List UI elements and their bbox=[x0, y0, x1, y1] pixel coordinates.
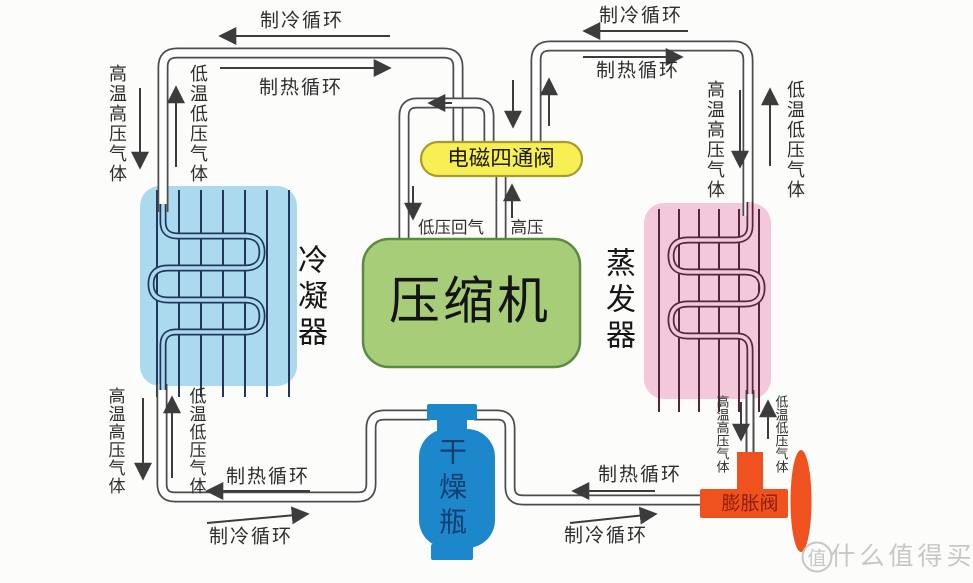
label-low-pressure-return-gas: 低压回气 bbox=[418, 217, 484, 237]
compressor-box bbox=[361, 237, 582, 369]
condenser-coil bbox=[147, 204, 266, 390]
flow-label-cooling-cycle-top-left: 制冷循环 bbox=[259, 9, 345, 32]
expansion-valve-shape bbox=[700, 450, 812, 552]
drying-bottle-shape bbox=[419, 404, 495, 560]
four-way-valve-label: 电磁四通阀 bbox=[447, 146, 555, 172]
label-low-temp-gas-top-left: 低温低压气体 bbox=[187, 64, 208, 184]
label-high-pressure: 高压 bbox=[510, 217, 544, 237]
expansion-valve-label: 膨胀阀 bbox=[721, 492, 779, 515]
watermark-logo-char: 值 bbox=[807, 547, 827, 570]
drying-bottle-label: 干燥瓶 bbox=[435, 437, 468, 542]
label-low-temp-gas-top-right: 低温低压气体 bbox=[784, 80, 805, 200]
label-high-temp-gas-top-right: 高温高压气体 bbox=[704, 80, 725, 200]
evaporator-label: 蒸发器 bbox=[600, 247, 635, 355]
condenser-label: 冷凝器 bbox=[292, 244, 327, 352]
watermark-text: 什么值得买 bbox=[830, 541, 973, 571]
flow-label-heating-cycle-top-left: 制热循环 bbox=[258, 76, 344, 99]
watermark-logo: 值 bbox=[801, 541, 833, 573]
label-high-temp-gas-bottom-left: 高温高压气体 bbox=[104, 387, 125, 495]
flow-label-cooling-cycle-top-right: 制冷循环 bbox=[598, 4, 684, 27]
label-high-temp-gas-top-left: 高温高压气体 bbox=[106, 64, 127, 184]
flow-label-heating-cycle-bottom-right: 制热循环 bbox=[597, 463, 683, 486]
compressor-label: 压缩机 bbox=[388, 272, 552, 332]
flow-arrows bbox=[131, 22, 779, 525]
condenser-fins bbox=[156, 190, 290, 397]
flow-label-heating-cycle-top-right: 制热循环 bbox=[595, 59, 681, 82]
label-low-temp-gas-evaporator: 低温低压气体 bbox=[772, 395, 788, 473]
flow-label-cooling-cycle-bottom-right: 制冷循环 bbox=[563, 524, 649, 547]
pipes bbox=[156, 40, 755, 506]
four-way-valve-shape bbox=[419, 140, 584, 178]
flow-label-cooling-cycle-bottom-left: 制冷循环 bbox=[208, 525, 294, 548]
flow-label-heating-cycle-bottom-left: 制热循环 bbox=[225, 465, 311, 488]
label-low-temp-gas-bottom-left: 低温低压气体 bbox=[185, 387, 206, 495]
evaporator-coil bbox=[667, 202, 766, 394]
label-high-temp-gas-evaporator: 高温高压气体 bbox=[713, 395, 729, 473]
